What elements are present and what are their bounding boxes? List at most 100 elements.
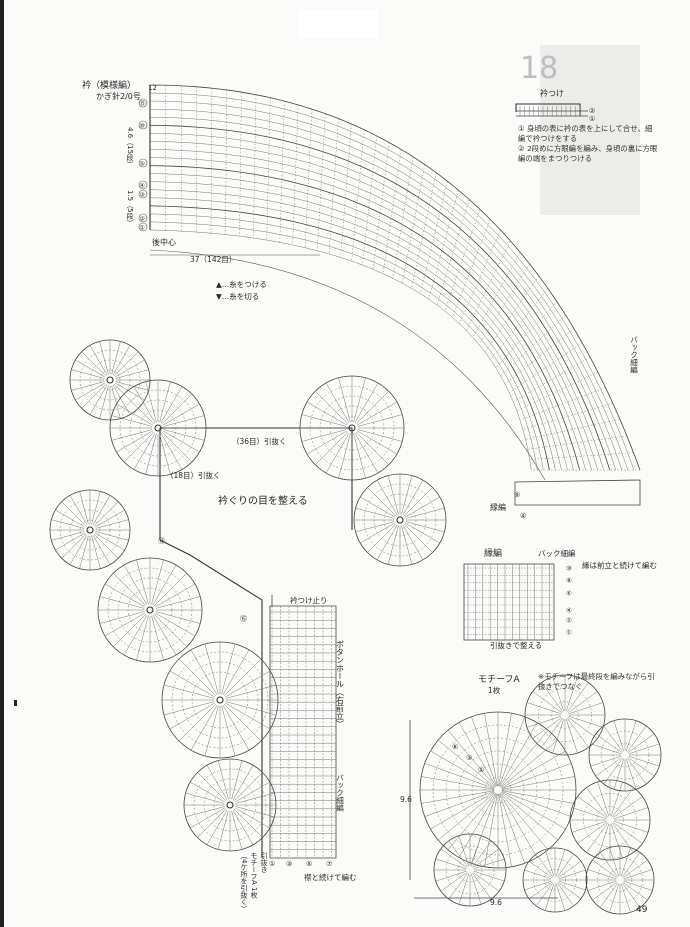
collar-stitch-column	[500, 314, 566, 377]
lace-motif-spoke	[185, 792, 225, 804]
lace-motif-spoke	[95, 532, 125, 551]
collar-stitch-column	[519, 387, 606, 421]
collar-row-number: ④	[140, 183, 145, 190]
lace-motif-spoke	[401, 525, 413, 565]
lace-motif-spoke	[356, 391, 389, 424]
motif-spoke	[623, 882, 648, 901]
lace-motif-spoke	[99, 341, 109, 375]
continue-note: 襟と続けて編む	[304, 872, 357, 882]
motif-spoke	[613, 720, 625, 752]
motif-spoke	[625, 720, 637, 752]
motif-spoke	[447, 792, 496, 850]
lace-motif-spoke	[402, 525, 424, 560]
motif-spoke	[623, 880, 653, 891]
lace-motif-spoke	[91, 491, 101, 525]
motif-row-6: ⑥	[452, 743, 458, 751]
attach-row-1: ①	[589, 115, 595, 123]
lace-motif-spoke	[353, 433, 366, 479]
lace-motif-spoke	[235, 807, 270, 829]
front-row-7: ⑦	[326, 860, 332, 868]
motif-spoke	[590, 755, 622, 767]
motif-spoke	[613, 807, 649, 820]
motif-spoke	[501, 750, 566, 789]
attach-note-2: ② 2段めに方眼編を編み、身頃の裏に方眼編の端をまつりつける	[518, 144, 658, 163]
lace-motif-spoke	[376, 480, 398, 515]
motif-a-chart	[419, 674, 662, 915]
motif-spoke	[435, 858, 467, 870]
motif-spoke	[622, 852, 641, 877]
motif-spoke	[501, 791, 566, 830]
lace-motif-spoke	[387, 525, 399, 565]
lace-motif-spoke	[115, 359, 145, 378]
lace-motif-spoke	[115, 381, 149, 391]
collar-stitch-column	[340, 123, 352, 258]
body-labels: （36目）引抜く （18目）引抜く 衿ぐりの目を整える 衿つけ止り ボタンホール…	[158, 436, 357, 912]
motif-spoke	[470, 835, 482, 867]
collar-stitch-column	[392, 156, 414, 279]
front-row-1: ①	[269, 860, 275, 868]
collar-stitch-column	[266, 97, 271, 241]
motif-spoke	[526, 702, 562, 715]
lace-motif-spoke	[357, 430, 398, 455]
lace-motif-spoke	[94, 501, 119, 526]
blank-label-box	[298, 10, 378, 38]
lace-motif-spoke	[89, 385, 108, 415]
collar-stitch-column	[428, 190, 459, 300]
motif-spoke	[473, 858, 505, 870]
motif-spoke	[501, 776, 575, 790]
edging-row-number: ⑩	[566, 565, 572, 573]
lace-motif-spoke	[163, 415, 205, 427]
motif-size-w: 9.6	[490, 898, 502, 907]
motif-spoke	[595, 733, 622, 753]
collar-row-number-circle	[138, 180, 148, 190]
edging-row-number: ②	[566, 617, 572, 625]
collar-stitch-column	[466, 240, 511, 331]
motif-spoke	[448, 873, 468, 900]
collar-edging-row-5: ⑤	[514, 491, 520, 499]
motif-spoke	[609, 883, 620, 913]
motif-spoke	[500, 730, 549, 788]
lace-motif-spoke	[155, 583, 196, 608]
lace-motif-spoke	[325, 382, 350, 423]
motif-spoke	[528, 860, 552, 878]
lace-motif-spoke	[112, 345, 131, 375]
lace-motif-spoke	[116, 403, 153, 426]
lace-motif-spoke	[160, 433, 183, 470]
motif-spoke	[609, 847, 620, 877]
motif-spoke	[552, 718, 565, 754]
lace-motif-spoke	[155, 596, 201, 609]
lace-motif-spoke	[169, 670, 215, 698]
edging-row-number: ⑥	[566, 590, 572, 598]
motif-spoke	[577, 822, 607, 844]
collar-rows-top: 12	[148, 84, 157, 92]
collar-labels: 衿（模様編） かぎ針2/0号 12 4.6（15段） 1.5（5段） 後中心 3…	[82, 79, 639, 520]
attach-title: 衿つけ	[540, 88, 564, 98]
page-edge	[0, 0, 4, 927]
collar-row-number: ⑮	[140, 100, 146, 108]
lace-motif-spoke	[405, 507, 445, 519]
motif-spoke	[610, 823, 623, 859]
collar-row-line	[149, 141, 598, 471]
motif-spoke	[568, 715, 604, 728]
motif-spoke	[597, 823, 610, 859]
motif-spoke	[558, 860, 582, 878]
lace-motif-spoke	[81, 351, 106, 376]
motif-spoke	[622, 883, 641, 908]
edging-row-number: ①	[566, 629, 572, 637]
collar-dim-lower: 1.5（5段）	[126, 190, 134, 227]
motif-row-1: ①	[478, 766, 484, 774]
pull-note: 引抜き	[260, 851, 268, 873]
motif-spoke	[571, 820, 607, 833]
collar-row-number-circle	[138, 222, 148, 232]
lace-motif-spoke	[232, 765, 254, 800]
edging-title: 縁編	[484, 547, 502, 559]
lace-motif-spoke	[71, 381, 105, 391]
lace-motif-spoke	[160, 386, 183, 423]
motif-spoke	[499, 716, 525, 787]
lace-motif-spoke	[301, 429, 347, 442]
motif-spoke	[568, 717, 598, 739]
collar-row-line	[149, 205, 550, 471]
motif-spoke	[447, 730, 496, 788]
lace-motif-spoke	[232, 810, 254, 845]
